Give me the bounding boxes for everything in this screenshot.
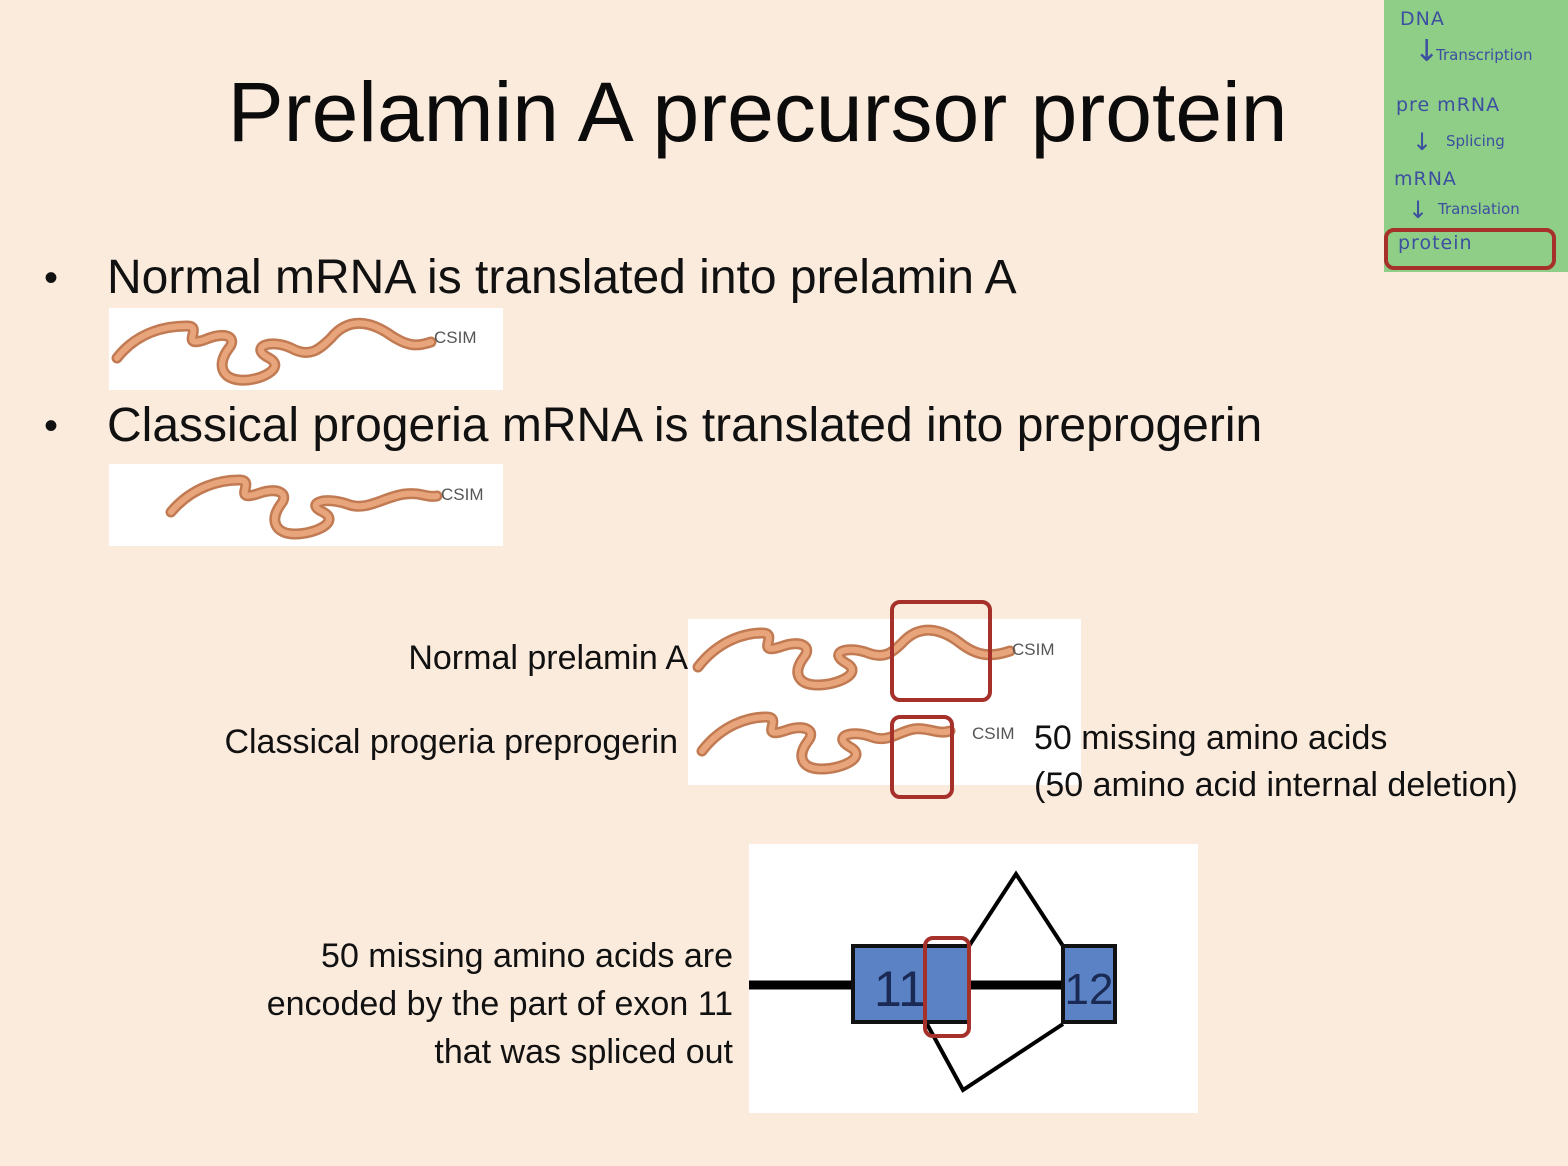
- flow-transcription: Transcription: [1436, 46, 1533, 64]
- bullet-marker: •: [44, 256, 59, 300]
- exon-11-label: 11: [874, 961, 926, 1017]
- down-arrow-icon: ↓: [1412, 128, 1433, 156]
- exon-caption-line1: 50 missing amino acids are: [321, 937, 733, 975]
- protein-highlight-box: [1384, 228, 1556, 270]
- central-dogma-flowchart: DNA ↓ Transcription pre mRNA ↓ Splicing …: [1384, 0, 1568, 272]
- exon-splicing-diagram: 11 12: [749, 844, 1198, 1113]
- exon-12-box: [1061, 944, 1117, 1024]
- normal-prelamin-label: Normal prelamin A: [408, 639, 688, 677]
- missing-amino-acids-line1: 50 missing amino acids: [1034, 719, 1388, 757]
- flow-pre-mrna: pre mRNA: [1396, 94, 1501, 116]
- csim-tag: CSIM: [1012, 640, 1055, 659]
- flow-protein: protein: [1398, 232, 1473, 254]
- exon-caption-line2: encoded by the part of exon 11: [266, 985, 733, 1023]
- prelamin-protein-svg: CSIM: [111, 317, 477, 386]
- flow-dna: DNA: [1400, 8, 1445, 30]
- csim-tag: CSIM: [441, 485, 484, 504]
- flow-translation: Translation: [1438, 200, 1520, 218]
- protein-comparison-svg: CSIM CSIM: [692, 624, 1055, 775]
- csim-tag: CSIM: [972, 724, 1015, 743]
- exon-12-label: 12: [1065, 965, 1114, 1014]
- exon-splicing-svg: 11 12: [749, 870, 1117, 1093]
- slide-title: Prelamin A precursor protein: [227, 65, 1288, 159]
- flow-splicing: Splicing: [1446, 132, 1505, 150]
- missing-amino-acids-line2: (50 amino acid internal deletion): [1034, 766, 1518, 804]
- down-arrow-icon: ↓: [1408, 196, 1429, 224]
- deleted-region-highlight-normal: [890, 600, 992, 702]
- prelamin-protein-image: CSIM: [109, 308, 503, 390]
- bullet-progeria-text: Classical progeria mRNA is translated in…: [107, 399, 1263, 452]
- deleted-region-highlight-progeria: [890, 715, 954, 799]
- preprogerin-protein-image: CSIM: [109, 464, 503, 546]
- down-arrow-icon: ↓: [1414, 34, 1440, 69]
- protein-comparison-image: CSIM CSIM: [688, 619, 1081, 785]
- flow-mrna: mRNA: [1394, 168, 1457, 190]
- exon-caption: 50 missing amino acids are encoded by th…: [200, 932, 733, 1076]
- exon-caption-line3: that was spliced out: [434, 1033, 733, 1071]
- classical-progeria-label: Classical progeria preprogerin: [224, 723, 678, 761]
- csim-tag: CSIM: [434, 328, 477, 347]
- spliced-out-exon-highlight: [923, 936, 971, 1038]
- bullet-normal: • Normal mRNA is translated into prelamin…: [44, 250, 1017, 306]
- bullet-progeria: • Classical progeria mRNA is translated i…: [44, 398, 1262, 454]
- preprogerin-protein-svg: CSIM: [165, 474, 484, 540]
- bullet-marker: •: [44, 404, 59, 448]
- bullet-normal-text: Normal mRNA is translated into prelamin …: [107, 251, 1017, 304]
